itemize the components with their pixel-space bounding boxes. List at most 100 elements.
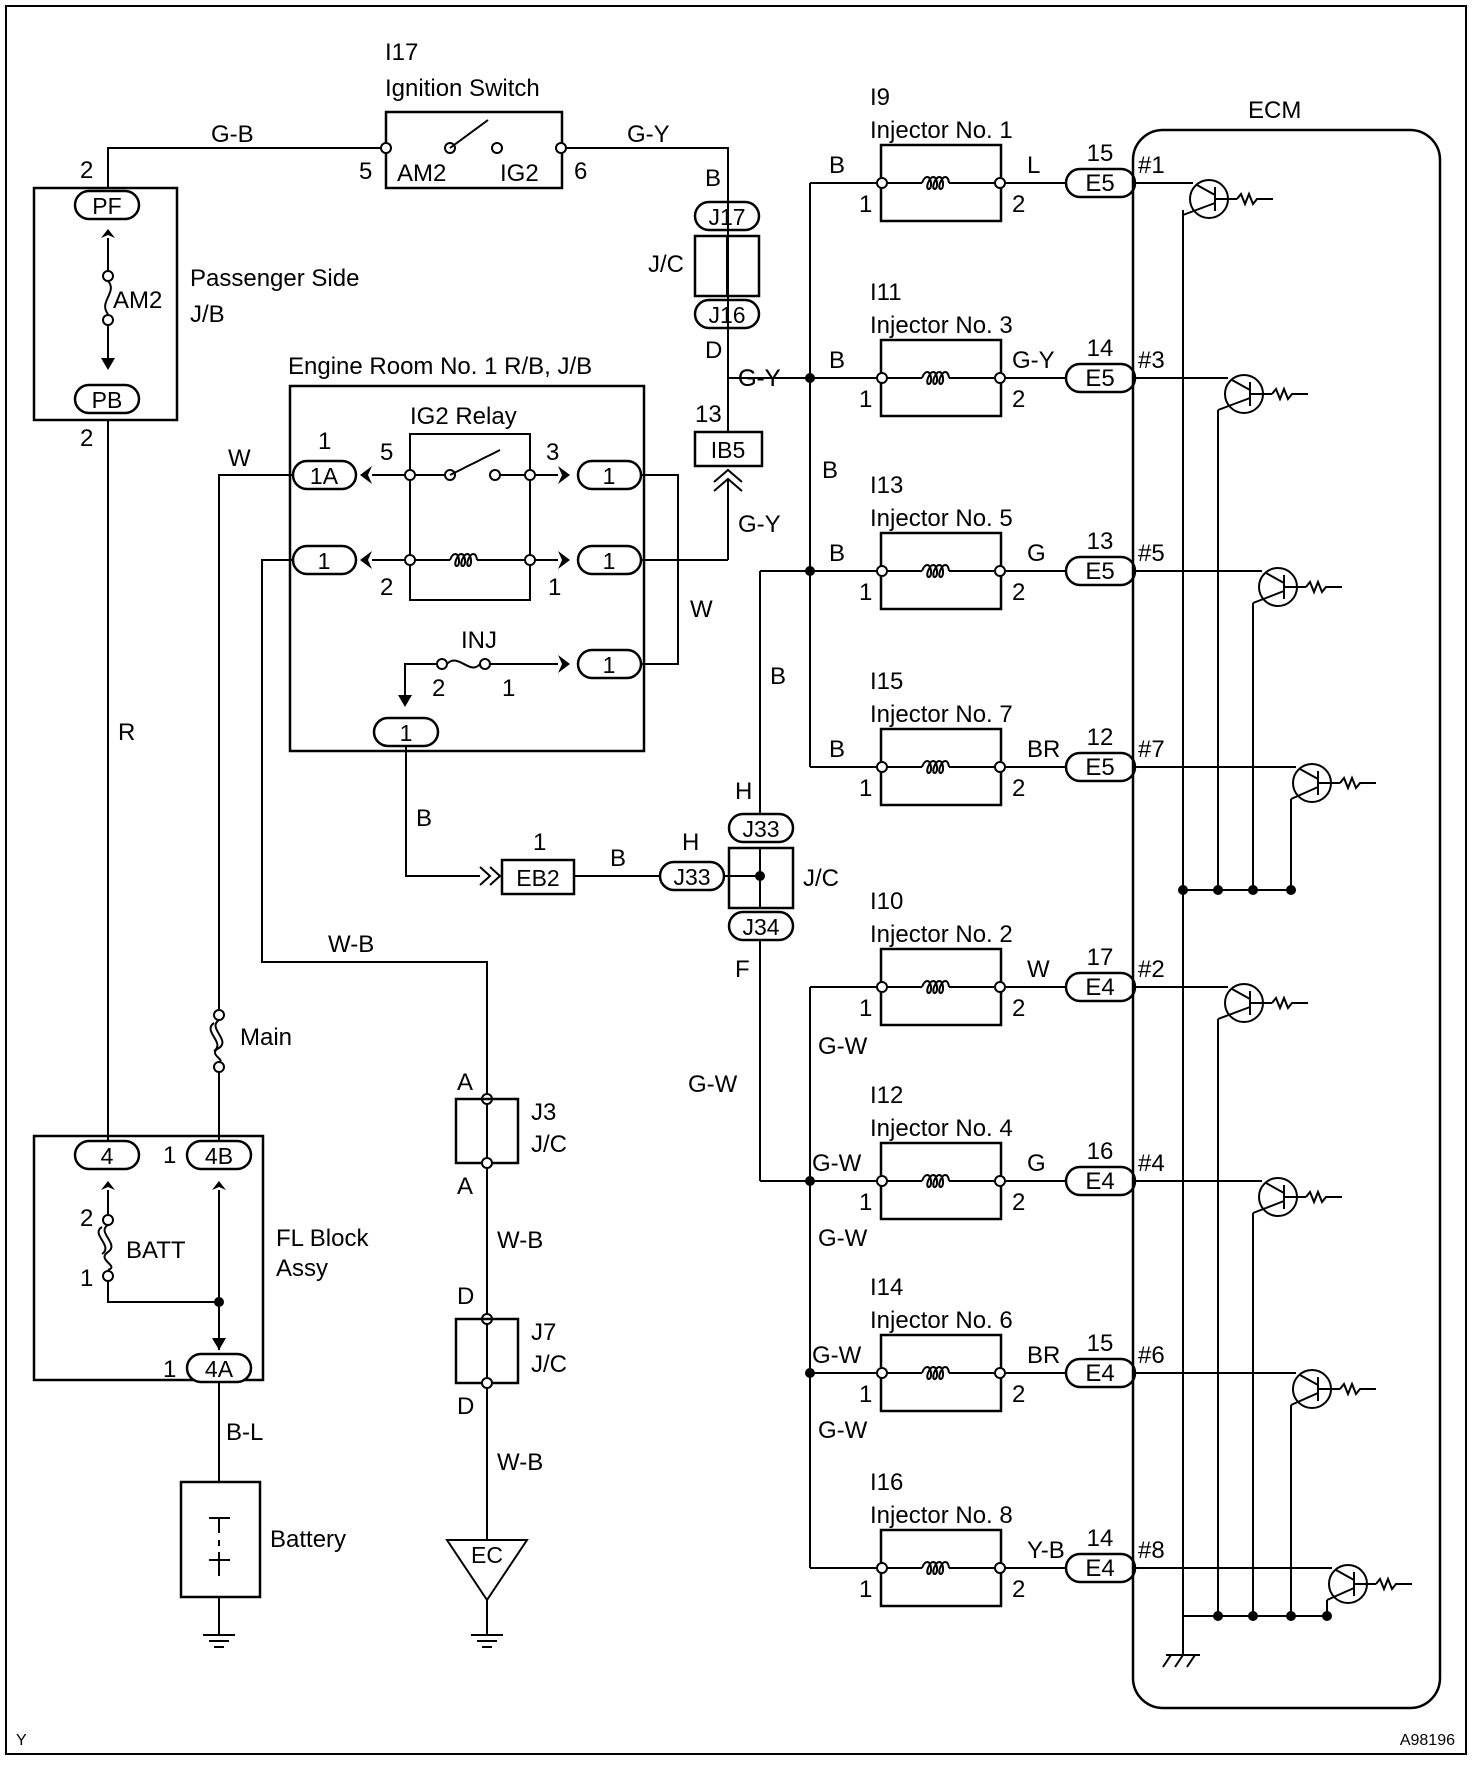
- injector-pin-1: 1: [859, 1576, 872, 1603]
- ec-code: EC: [471, 1542, 503, 1568]
- injector-pin-1: 1: [859, 775, 872, 802]
- ecm-port: #6: [1138, 1342, 1165, 1369]
- injector-pin-2: 2: [1012, 1576, 1025, 1603]
- fl-conn-4: 4: [101, 1143, 114, 1169]
- eb2-wire-b: B: [610, 845, 626, 872]
- pjb-pb: PB: [92, 387, 123, 413]
- wire-label-b-up: B: [770, 663, 786, 690]
- ecm-connector: E4: [1085, 1555, 1114, 1582]
- ground-chain: A A J3 J/C W-B D D J7 J/C W-B EC: [445, 1069, 567, 1648]
- j3-code: J3: [531, 1099, 556, 1126]
- pjb-pin-bot: 2: [80, 425, 93, 452]
- injector-code: I14: [870, 1274, 903, 1301]
- ignition-switch: I17 Ignition Switch AM2 IG2 5 6 G-B G-Y: [211, 39, 670, 190]
- ecm-transistor: [1135, 567, 1342, 895]
- j3-pin-top: A: [457, 1069, 473, 1096]
- battery-label: Battery: [270, 1526, 346, 1553]
- injector-pin-1: 1: [859, 191, 872, 218]
- jc1-pin-d: D: [705, 337, 722, 364]
- wb-label-2: W-B: [497, 1227, 543, 1254]
- connector-eb2: 1 EB2 B: [479, 829, 660, 896]
- jc2-pin-f: F: [735, 956, 750, 983]
- ecm-pin-number: 15: [1087, 140, 1114, 167]
- injector-name: Injector No. 5: [870, 505, 1013, 532]
- ecm-port: #1: [1138, 152, 1165, 179]
- ecm-pin-number: 12: [1087, 724, 1114, 751]
- jc2-label: J/C: [803, 865, 839, 892]
- injector-wire-out: W: [1027, 956, 1050, 983]
- ecm-transistor: [1135, 763, 1376, 895]
- wire-label-w-right: W: [690, 596, 713, 623]
- bus-label-gy: G-Y: [738, 365, 781, 392]
- injector-pin-1: 1: [859, 1381, 872, 1408]
- injector-wire-in: B: [829, 540, 845, 567]
- erb-inj-pin-2: 2: [432, 675, 445, 702]
- wb-label-1: W-B: [328, 931, 374, 958]
- ignition-ig2-label: IG2: [500, 160, 539, 187]
- ecm-connector: E5: [1085, 170, 1114, 197]
- erb-relay-label: IG2 Relay: [410, 403, 517, 430]
- ecm-port: #3: [1138, 347, 1165, 374]
- jc-j33-j34: J33 H J33 H J34 J/C F: [658, 778, 839, 983]
- ecm-port: #8: [1138, 1537, 1165, 1564]
- bus-label-gw-3: G-W: [818, 1417, 868, 1444]
- injector-name: Injector No. 7: [870, 701, 1013, 728]
- page-frame: [5, 5, 1467, 1755]
- ignition-pin-6: 6: [574, 158, 587, 185]
- main-fuse-label: Main: [240, 1024, 292, 1051]
- ignition-am2-label: AM2: [397, 160, 446, 187]
- injector-wire-out: G: [1027, 540, 1046, 567]
- wb-label-3: W-B: [497, 1449, 543, 1476]
- erb-title: Engine Room No. 1 R/B, J/B: [288, 353, 592, 380]
- injector-pin-2: 2: [1012, 1381, 1025, 1408]
- jc2-j33-top: J33: [742, 816, 779, 842]
- fl-block-assy: 4 1 4B 2 1 BATT 1 4A FL Block Assy: [32, 1134, 369, 1384]
- ecm: ECM: [1131, 97, 1442, 1710]
- injector-wire-out: G: [1027, 1150, 1046, 1177]
- erb-inj-fuse: INJ: [461, 627, 497, 654]
- jc2-j34: J34: [742, 914, 779, 940]
- frame-code-left: Y: [16, 1732, 27, 1749]
- injector-wire-in: B: [829, 736, 845, 763]
- j7-code: J7: [531, 1319, 556, 1346]
- injector-wire-out: L: [1027, 152, 1040, 179]
- erb-conn-1-bot: 1: [400, 720, 413, 746]
- injector-code: I12: [870, 1082, 903, 1109]
- erb-conn-1-mid: 1: [603, 548, 616, 574]
- injector-pin-2: 2: [1012, 995, 1025, 1022]
- j7-pin-top: D: [457, 1283, 474, 1310]
- ecm-transistor: [1135, 374, 1308, 895]
- injector-code: I13: [870, 472, 903, 499]
- ecm-connector: E5: [1085, 754, 1114, 781]
- injector-code: I15: [870, 668, 903, 695]
- j7-label: J/C: [531, 1351, 567, 1378]
- main-fuse: Main: [209, 1004, 292, 1141]
- engine-room-rb-jb: Engine Room No. 1 R/B, J/B IG2 Relay 1A …: [288, 353, 646, 753]
- injector-pin-2: 2: [1012, 191, 1025, 218]
- ecm-pin-number: 17: [1087, 944, 1114, 971]
- ecm-transistor: [1135, 1177, 1342, 1621]
- ib5-pin: 13: [695, 401, 722, 428]
- injector-pin-1: 1: [859, 579, 872, 606]
- injector-code: I10: [870, 888, 903, 915]
- ecm-connector: E4: [1085, 974, 1114, 1001]
- injector-wire-out: BR: [1027, 736, 1060, 763]
- wire-label-gb: G-B: [211, 121, 254, 148]
- erb-pin-3: 3: [546, 439, 559, 466]
- eb2-pin: 1: [533, 829, 546, 856]
- erb-pin-5: 5: [380, 439, 393, 466]
- erb-conn-1-inj: 1: [603, 652, 616, 678]
- pjb-label-1: Passenger Side: [190, 265, 359, 292]
- ignition-switch-code: I17: [385, 39, 418, 66]
- erb-pin-1-top: 1: [318, 428, 331, 455]
- erb-inj-pin-1: 1: [502, 675, 515, 702]
